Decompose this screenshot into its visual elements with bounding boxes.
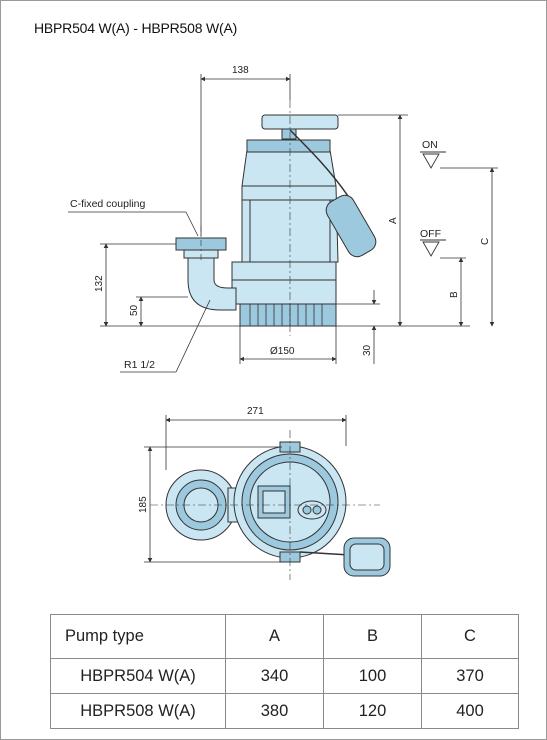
top-dimensions (144, 415, 347, 563)
cell-c: 400 (421, 693, 519, 729)
header-a: A (225, 614, 324, 659)
header-c: C (421, 614, 519, 659)
on-label: ON (422, 139, 438, 151)
dim-185: 185 (138, 496, 149, 513)
handle-stem (281, 128, 297, 140)
dim-138: 138 (232, 65, 249, 76)
on-level-marker (422, 153, 440, 169)
header-pump-type: Pump type (50, 614, 226, 659)
top-float-cable (299, 551, 351, 556)
table-row: HBPR508 W(A) 380 120 400 (50, 693, 519, 729)
pump-spec-table: Pump type A B C HBPR504 W(A) 340 100 370… (50, 614, 519, 729)
dim-132: 132 (94, 275, 105, 292)
discharge-elbow (187, 257, 237, 311)
off-label: OFF (420, 228, 441, 240)
table-header-row: Pump type A B C (50, 614, 519, 659)
coupling-callout-label: C-fixed coupling (70, 198, 145, 210)
cell-a: 340 (225, 658, 324, 694)
dim-b: B (449, 291, 460, 298)
cell-c: 370 (421, 658, 519, 694)
dim-c: C (480, 238, 491, 245)
cell-pump-type: HBPR504 W(A) (50, 658, 226, 694)
level-marks (420, 151, 446, 257)
cable-gland (297, 500, 327, 520)
cell-b: 120 (323, 693, 422, 729)
dim-271: 271 (247, 406, 264, 417)
side-view (100, 100, 470, 336)
pump-casing (231, 261, 337, 305)
cell-pump-type: HBPR508 W(A) (50, 693, 226, 729)
r-thread-callout-label: R1 1/2 (124, 359, 155, 371)
table-row: HBPR504 W(A) 340 100 370 (50, 658, 519, 694)
pump-drawing: 138 C-fixed coupling A C B ON OFF 132 50… (68, 65, 498, 580)
cell-b: 100 (323, 658, 422, 694)
dim-50: 50 (129, 304, 140, 316)
diagram-title: HBPR504 W(A) - HBPR508 W(A) (34, 20, 238, 36)
dim-30: 30 (362, 344, 373, 356)
off-level-marker (422, 241, 440, 257)
dim-diameter: Ø150 (270, 346, 295, 357)
housing-band (246, 139, 331, 153)
header-b: B (323, 614, 422, 659)
top-view (150, 430, 391, 580)
float-switch (325, 194, 377, 258)
float-cable (289, 129, 349, 197)
dim-a: A (388, 217, 399, 224)
top-cover (261, 114, 339, 130)
cell-a: 380 (225, 693, 324, 729)
side-dimensions (68, 74, 498, 373)
